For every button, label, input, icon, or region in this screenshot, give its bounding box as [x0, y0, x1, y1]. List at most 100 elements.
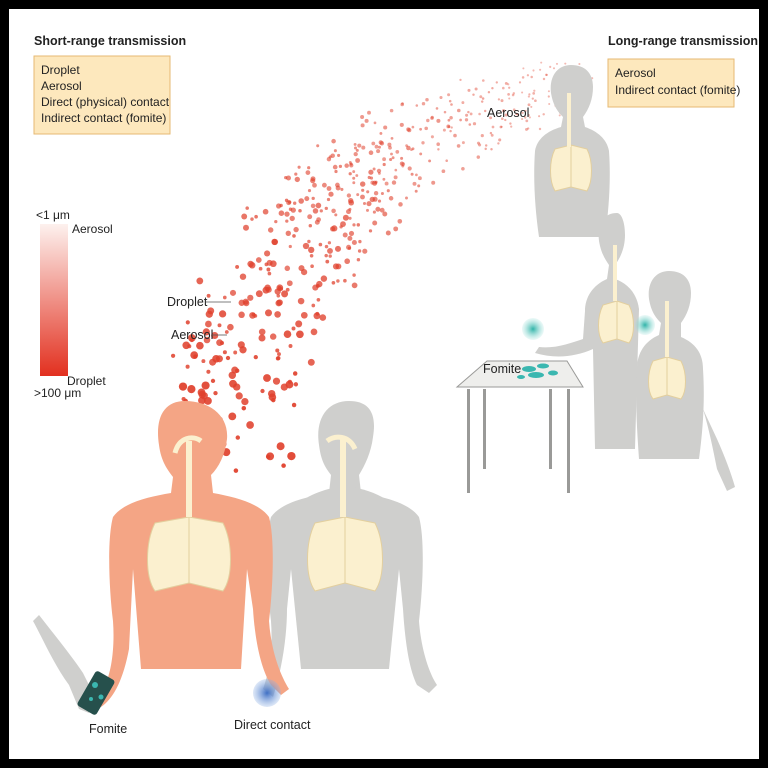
aerosol-particle — [366, 201, 372, 207]
aerosol-particle — [481, 97, 485, 100]
aerosol-particle — [265, 454, 271, 460]
droplet-particle — [238, 299, 245, 306]
scale-top-size: <1 μm — [36, 208, 70, 222]
aerosol-particle — [356, 223, 361, 227]
droplet-particle — [276, 299, 283, 306]
direct-contact-marker: Direct contact — [234, 679, 311, 732]
aerosol-particle — [526, 74, 530, 77]
aerosol-particle — [487, 90, 491, 94]
aerosol-particle — [361, 145, 366, 150]
aerosol-particle — [354, 146, 357, 150]
short-range-item-indirect-contact: Indirect contact (fomite) — [41, 111, 166, 125]
aerosol-particle — [484, 147, 487, 151]
aerosol-particle — [436, 118, 441, 123]
aerosol-particle — [480, 134, 484, 138]
aerosol-particle — [449, 115, 453, 120]
aerosol-particle — [307, 239, 311, 244]
droplet-particle — [295, 320, 303, 328]
aerosol-particle — [502, 86, 505, 90]
aerosol-particle — [412, 181, 417, 186]
aerosol-particle — [549, 65, 552, 68]
fomite-spot — [537, 363, 549, 369]
aerosol-particle — [245, 206, 249, 210]
aerosol-particle — [382, 162, 386, 167]
aerosol-particle — [489, 131, 493, 135]
aerosol-particle — [521, 117, 524, 121]
aerosol-particle — [428, 159, 432, 163]
aerosol-particle — [467, 110, 470, 114]
fomite-spot — [548, 370, 558, 376]
aerosol-particle — [260, 388, 265, 394]
droplet-particle — [293, 226, 299, 233]
aerosol-particle — [457, 108, 461, 113]
aerosol-particle — [436, 142, 440, 146]
droplet-particle — [228, 412, 237, 421]
droplet-particle — [196, 277, 204, 285]
aerosol-particle — [251, 312, 256, 317]
aerosol-particle — [344, 163, 349, 168]
aerosol-particle — [393, 175, 398, 180]
aerosol-particle — [316, 297, 321, 302]
aerosol-particle — [324, 253, 328, 258]
aerosol-particle — [400, 156, 404, 160]
aerosol-particle — [469, 112, 473, 116]
aerosol-particle — [521, 91, 524, 94]
aerosol-particle — [387, 142, 392, 147]
droplet-particle — [332, 263, 340, 270]
aerosol-particle — [385, 230, 391, 236]
aerosol-particle — [364, 118, 369, 123]
droplet-particle — [187, 385, 196, 394]
aerosol-particle — [305, 170, 311, 175]
aerosol-particle — [378, 140, 383, 145]
aerosol-particle — [507, 83, 510, 86]
aerosol-particle — [419, 152, 423, 156]
aerosol-particle — [531, 97, 534, 100]
aerosol-particle — [366, 208, 369, 212]
aerosol-particle — [360, 123, 365, 128]
phone-contamination-spot — [98, 694, 104, 700]
aerosol-particle — [224, 330, 229, 334]
aerosol-particle — [390, 152, 393, 156]
aerosol-particle — [539, 68, 542, 71]
aerosol-particle — [241, 405, 247, 411]
aerosol-particle — [281, 463, 286, 468]
droplet-particle — [228, 371, 237, 380]
aerosol-particle — [467, 88, 471, 92]
aerosol-particle — [450, 126, 453, 129]
aerosol-particle — [415, 173, 418, 177]
aerosol-particle — [328, 254, 332, 258]
aerosol-particle — [491, 125, 495, 129]
aerosol-particle — [499, 125, 503, 129]
aerosol-particle — [285, 287, 290, 292]
droplet-particle — [281, 290, 289, 298]
aerosol-particle — [334, 169, 338, 174]
aerosol-particle — [398, 202, 403, 207]
aerosol-particle — [447, 93, 451, 97]
figure-panel: Short-range transmission Droplet Aerosol… — [9, 9, 759, 759]
aerosol-particle — [291, 326, 296, 331]
aerosol-particle — [555, 62, 559, 65]
aerosol-particle — [250, 217, 254, 221]
aerosol-particle — [450, 103, 453, 106]
aerosol-particle — [374, 144, 379, 149]
aerosol-particle — [312, 182, 317, 188]
table-leg — [467, 389, 470, 493]
short-range-item-droplet: Droplet — [41, 63, 80, 77]
droplet-particle — [209, 358, 217, 366]
aerosol-particle — [332, 164, 338, 170]
aerosol-particle — [361, 188, 365, 192]
droplet-particle — [285, 380, 294, 389]
aerosol-particle — [405, 144, 408, 147]
aerosol-particle — [331, 280, 336, 285]
aerosol-particle — [378, 145, 381, 149]
aerosol-particle — [389, 108, 394, 113]
aerosol-particle — [326, 186, 332, 191]
aerosol-particle — [504, 118, 507, 122]
aerosol-particle — [490, 133, 494, 137]
aerosol-particle — [340, 187, 344, 191]
aerosol-particle — [443, 110, 447, 114]
aerosol-particle — [464, 118, 469, 122]
aerosol-particle — [279, 287, 284, 291]
particle-cloud — [170, 61, 594, 473]
aerosol-particle — [476, 141, 481, 145]
